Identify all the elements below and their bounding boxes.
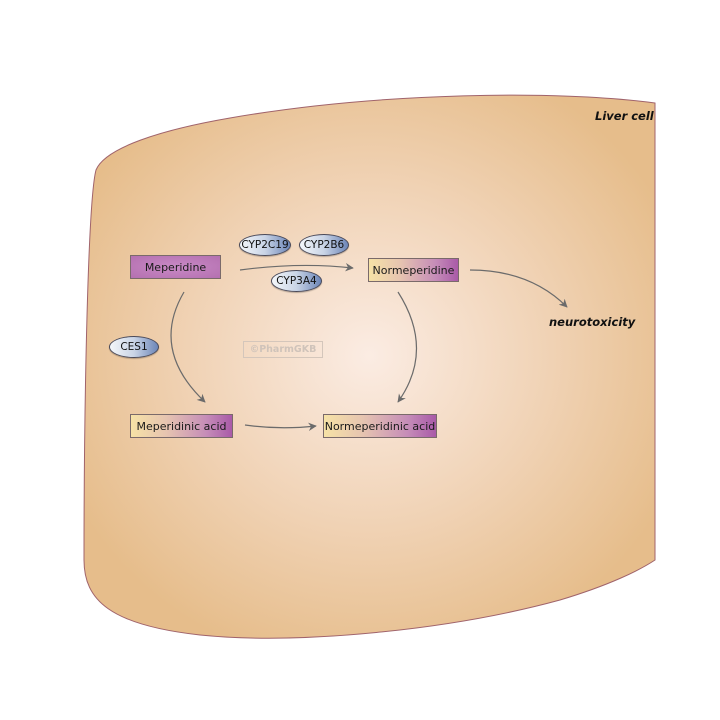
arrow-meperidine-to-normeperidine bbox=[239, 262, 354, 272]
arrow-meperidine-to-meperidinic-acid bbox=[170, 291, 206, 403]
arrow-meperidinic-acid-to-normeperidinic-acid bbox=[244, 422, 317, 432]
arrow-normeperidine-to-normeperidinic-acid bbox=[397, 291, 418, 403]
liver-cell-label: Liver cell bbox=[595, 109, 654, 123]
liver-cell-membrane bbox=[83, 94, 656, 639]
pharmgkb-watermark: ©PharmGKB bbox=[243, 341, 323, 358]
enzyme-cyp2c19[interactable]: CYP2C19 bbox=[239, 234, 291, 256]
node-meperidinic-acid[interactable]: Meperidinic acid bbox=[130, 414, 233, 438]
node-normeperidine[interactable]: Normeperidine bbox=[368, 258, 459, 282]
enzyme-cyp3a4[interactable]: CYP3A4 bbox=[271, 270, 322, 292]
arrow-normeperidine-to-neurotoxicity bbox=[469, 269, 568, 308]
outcome-neurotoxicity[interactable]: neurotoxicity bbox=[549, 315, 636, 329]
node-normeperidinic-acid[interactable]: Normeperidinic acid bbox=[323, 414, 437, 438]
enzyme-cyp2b6[interactable]: CYP2B6 bbox=[299, 234, 349, 256]
node-meperidine[interactable]: Meperidine bbox=[130, 255, 221, 279]
enzyme-ces1[interactable]: CES1 bbox=[109, 336, 159, 358]
